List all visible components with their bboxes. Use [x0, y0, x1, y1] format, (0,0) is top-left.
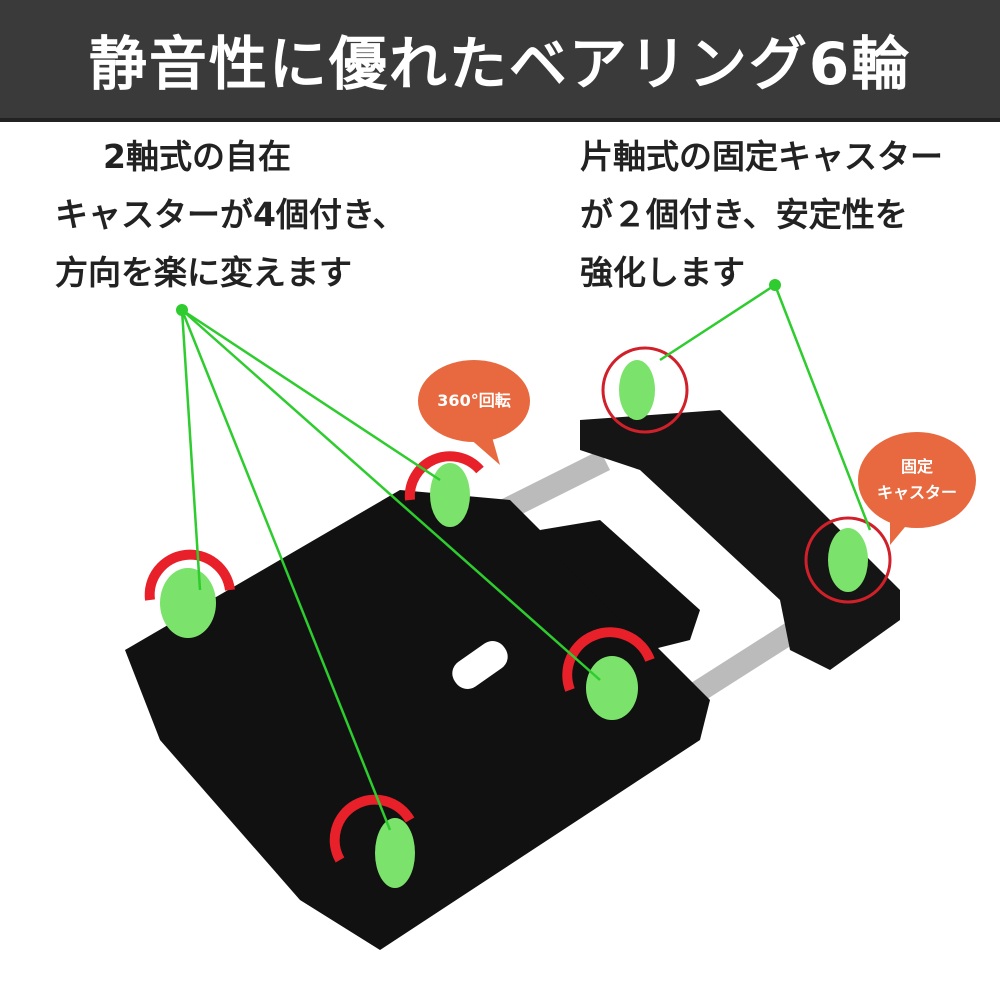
rotation-arrows — [144, 451, 655, 863]
header-banner: 静音性に優れたベアリング6輪 — [0, 0, 1000, 122]
left-description: 2軸式の自在 キャスターが4個付き、 方向を楽に変えます — [55, 128, 406, 302]
platform-slot — [452, 641, 508, 689]
fixed-wheel — [619, 360, 655, 420]
right-description: 片軸式の固定キャスター が２個付き、安定性を 強化します — [580, 128, 943, 302]
cart-platform — [125, 490, 710, 950]
rail-lower — [680, 620, 800, 710]
left-line-2: キャスターが4個付き、 — [55, 195, 406, 234]
fixed-wheel — [828, 528, 868, 592]
wheels — [160, 360, 868, 888]
handle-slot — [633, 488, 717, 582]
rotation-arrow-icon — [329, 794, 415, 863]
rotate-label: 360°回転 — [437, 391, 511, 410]
rotate-bubble: 360°回転 — [418, 360, 530, 442]
rail-upper — [500, 450, 610, 520]
fixed-label-2: キャスター — [876, 483, 957, 502]
handle-plate — [580, 410, 900, 670]
rotation-arrow-icon — [404, 451, 484, 501]
right-line-1: 片軸式の固定キャスター — [580, 137, 943, 176]
rotation-arrow-icon — [562, 627, 655, 692]
swivel-wheel — [430, 463, 470, 527]
leader-dot-right — [769, 279, 781, 291]
rotation-arrow-icon — [144, 549, 235, 601]
leader-dot-left — [176, 304, 188, 316]
right-line-2: が２個付き、安定性を — [580, 195, 908, 234]
fixed-wheel-ring — [804, 516, 892, 604]
left-line-1: 2軸式の自在 — [103, 137, 291, 176]
swivel-wheel — [160, 568, 216, 638]
fixed-label-1: 固定 — [900, 457, 933, 476]
right-line-3: 強化します — [580, 253, 745, 292]
swivel-wheel — [586, 656, 638, 720]
swivel-wheel — [375, 818, 415, 888]
header-title: 静音性に優れたベアリング6輪 — [88, 30, 912, 98]
inner-handle — [540, 520, 700, 650]
leader-lines — [180, 283, 872, 831]
left-line-3: 方向を楽に変えます — [55, 253, 352, 292]
fixed-caster-bubble: 固定キャスター — [858, 432, 976, 528]
fixed-wheel-ring — [601, 346, 689, 434]
